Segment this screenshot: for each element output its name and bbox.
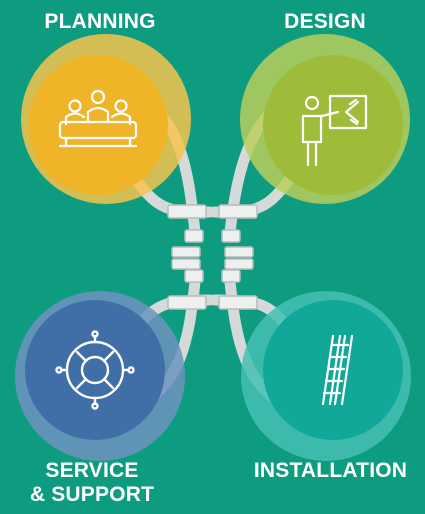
design-node (240, 34, 410, 204)
service-support-node (15, 291, 185, 461)
pipe-fittings (167, 204, 258, 310)
service-label-line2: & SUPPORT (29, 483, 155, 506)
installation-node (241, 291, 411, 461)
life-ring-icon (55, 330, 135, 410)
ladder-icon (321, 334, 354, 406)
design-label: DESIGN (284, 10, 366, 33)
service-support-label: SERVICE & SUPPORT (0, 459, 184, 507)
meeting-table-icon (58, 89, 138, 148)
installation-label: INSTALLATION (253, 459, 408, 482)
service-label-line1: SERVICE (45, 459, 139, 482)
planning-node (21, 34, 191, 204)
presenter-board-icon (301, 94, 368, 167)
planning-label: PLANNING (44, 10, 156, 33)
